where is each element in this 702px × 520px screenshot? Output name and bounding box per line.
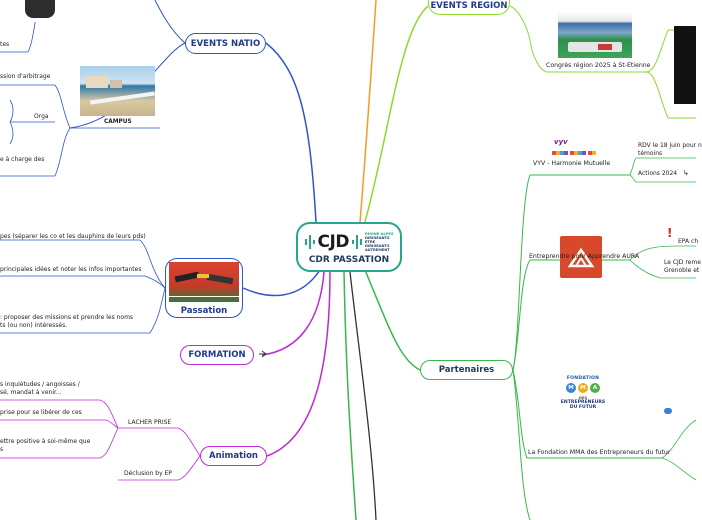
passation-title: Passation: [180, 306, 228, 316]
epa-note: EPA ch: [678, 238, 699, 245]
sound-bars-icon: [351, 235, 362, 249]
vyv-actions: Actions 2024: [638, 170, 678, 177]
branch-partenaires[interactable]: Partenaires: [420, 360, 513, 380]
event-photo-top: [0, 0, 60, 22]
link-icon: [664, 408, 672, 414]
mma-caption: La Fondation MMA des Entrepreneurs du fu…: [528, 449, 671, 456]
events-natio-item: tes: [0, 41, 10, 48]
animation-note: s inquiétudes / angoisses /: [0, 381, 80, 388]
events-natio-item: ssion d'arbitrage: [0, 73, 51, 80]
branch-animation[interactable]: Animation: [200, 446, 267, 466]
vyv-rdv: RDV le 18 juin pour n: [638, 142, 702, 149]
congres-caption: Congrès région 2025 à St-Etienne: [546, 62, 651, 69]
animation-note: prise pour se libérer de ces: [0, 409, 82, 416]
branch-events-natio[interactable]: EVENTS NATIO: [185, 33, 266, 54]
events-natio-item: e à charge des: [0, 156, 45, 163]
relay-baton-photo: [169, 262, 239, 302]
animation-note: sé, mandat à venir...: [0, 389, 62, 396]
lacher-prise-label: LACHER PRISE: [128, 419, 172, 426]
branch-passation[interactable]: Passation: [165, 258, 243, 318]
epa-logo: [560, 236, 602, 278]
campus-photo: [80, 66, 155, 116]
passation-note: : proposer des missions et prendre les n…: [0, 314, 134, 321]
passation-note: ts (ou non) intéressés.: [0, 322, 68, 329]
arrow-icon: [259, 350, 267, 358]
declusion-label: Déclusion by EP: [124, 470, 172, 477]
central-title: CDR PASSATION: [308, 255, 390, 265]
orga-label: Orga: [34, 113, 49, 120]
epa-caption: Entreprendre pour Apprendre AURA: [529, 253, 640, 260]
passation-note: principales idées et noter les infos imp…: [0, 266, 142, 273]
cjd-logo: CJD RHÔNE-ALPES DIRIGEANTS ETRE DIRIGEAN…: [304, 229, 394, 255]
sound-bars-icon: [304, 235, 315, 249]
campus-label: CAMPUS: [104, 119, 132, 125]
event-poster: [674, 26, 696, 104]
logo-tagline: RHÔNE-ALPES DIRIGEANTS ETRE DIRIGEANTS A…: [364, 231, 394, 253]
vyv-caption: VYV - Harmonie Mutuelle: [533, 160, 611, 167]
passation-note: pes (séparer les co et les dauphins de l…: [0, 233, 146, 240]
epa-note: Le CJD reme: [664, 259, 701, 266]
branch-events-region[interactable]: EVENTS REGION: [428, 0, 510, 15]
animation-note: ettre positive à soi-même que: [0, 438, 91, 445]
congres-photo: [558, 12, 632, 58]
exclamation-icon: !: [667, 226, 673, 240]
central-topic[interactable]: CJD RHÔNE-ALPES DIRIGEANTS ETRE DIRIGEAN…: [296, 222, 402, 272]
mma-logo: FONDATION M M A DES ENTREPRENEURS DU FUT…: [560, 376, 606, 410]
logo-text: CJD: [317, 232, 350, 252]
vyv-rdv: témoins: [638, 150, 663, 157]
epa-note: Grenoble et: [664, 267, 700, 274]
animation-note: s: [0, 446, 4, 453]
note-icon: ↳: [683, 169, 689, 177]
branch-formation[interactable]: FORMATION: [180, 345, 254, 365]
vyv-logo: vyv: [552, 138, 596, 160]
